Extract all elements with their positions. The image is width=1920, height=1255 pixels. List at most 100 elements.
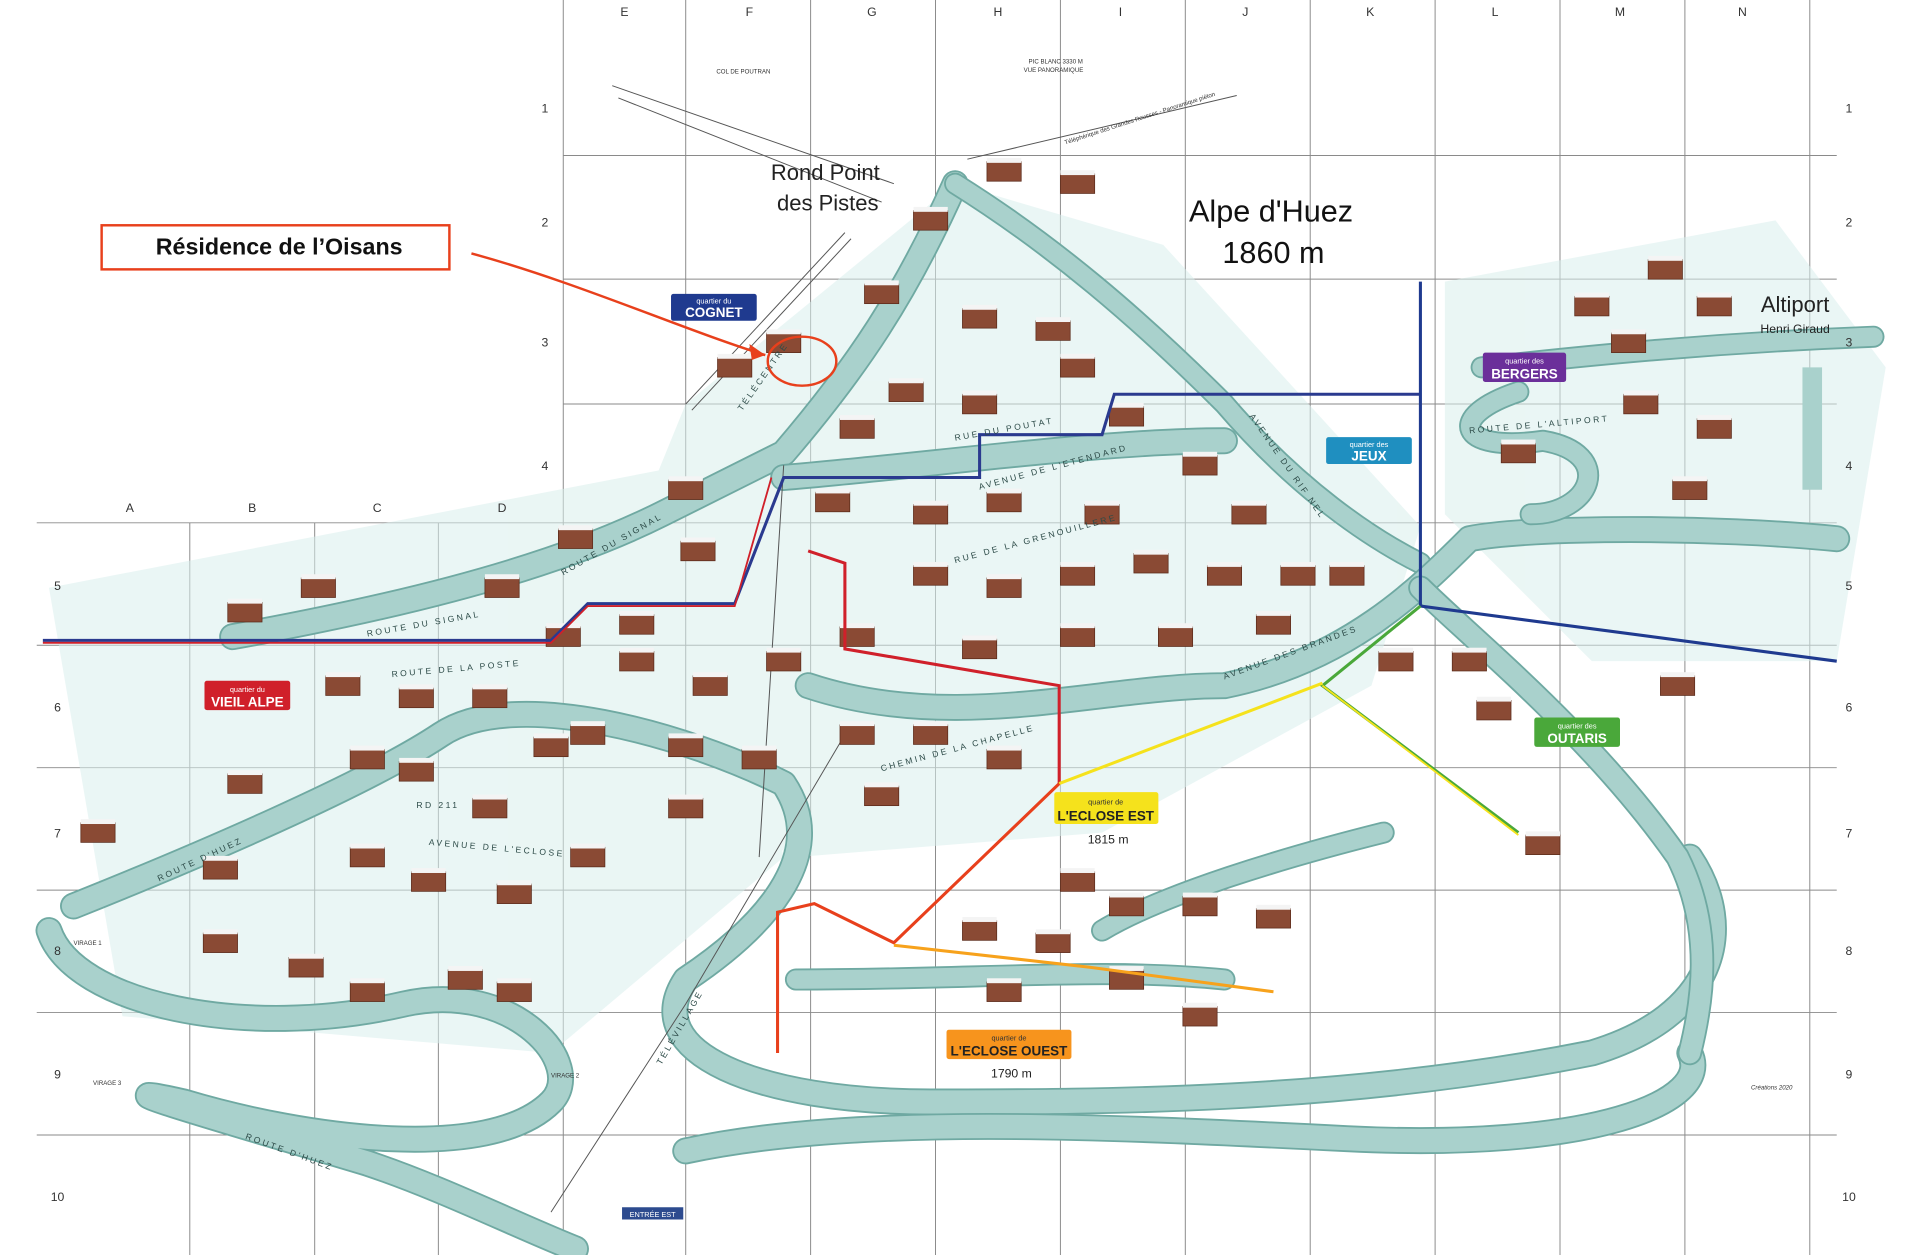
building-roof <box>840 623 875 629</box>
building-roof <box>227 770 263 776</box>
building <box>1158 626 1194 647</box>
building <box>472 797 508 819</box>
building <box>962 308 998 329</box>
building <box>288 957 324 978</box>
building <box>1574 295 1610 317</box>
badge-outaris: quartier des OUTARIS <box>1534 717 1620 747</box>
col-label: F <box>746 5 753 19</box>
district-badges: quartier du COGNET quartier des BERGERS … <box>204 293 1620 1060</box>
col-label: H <box>994 5 1003 19</box>
map-label: VIEIL ALPE <box>211 694 284 709</box>
map-label: VIRAGE 2 <box>551 1072 580 1079</box>
building <box>558 528 594 549</box>
building <box>839 724 875 745</box>
building-roof <box>913 500 948 506</box>
building-roof <box>570 843 605 849</box>
building <box>1660 675 1696 696</box>
buildings <box>80 157 1732 1027</box>
building <box>496 981 532 1002</box>
row-label: 3 <box>1846 336 1853 350</box>
col-label: E <box>620 5 628 19</box>
building <box>741 748 777 770</box>
building <box>717 357 753 378</box>
building <box>1060 173 1096 194</box>
building <box>1611 332 1647 353</box>
building <box>1500 442 1536 464</box>
building <box>80 822 116 843</box>
building <box>668 736 704 758</box>
map-label: L'ECLOSE OUEST <box>951 1043 1069 1058</box>
building-roof <box>986 574 1022 580</box>
building-roof <box>448 966 483 971</box>
row-label: 2 <box>1846 216 1853 230</box>
building-roof <box>80 819 116 825</box>
col-label: B <box>248 501 256 515</box>
building-roof <box>1697 415 1732 420</box>
building <box>1672 479 1708 500</box>
building-roof <box>1280 561 1316 567</box>
building-roof <box>668 733 703 739</box>
building <box>986 748 1022 770</box>
map-label: PIC BLANC 3330 M <box>1029 59 1083 66</box>
map-label: VIRAGE 1 <box>73 940 102 947</box>
building-roof <box>840 721 875 727</box>
building-roof <box>815 488 850 494</box>
grid-labels: E F G H I J K L M N A B C D 1 2 3 4 5 6 … <box>51 5 1856 1204</box>
building-roof <box>399 684 434 690</box>
building-roof <box>1452 647 1487 653</box>
building <box>986 577 1022 598</box>
map-label: COGNET <box>685 305 743 320</box>
residence-callout: Résidence de l’Oisans <box>100 224 838 387</box>
altiport-label: Altiport <box>1761 292 1830 317</box>
map-label: VUE PANORAMIQUE <box>1024 67 1084 74</box>
callout-label: Résidence de l’Oisans <box>156 234 403 260</box>
building <box>1182 895 1218 917</box>
building <box>668 479 704 500</box>
building <box>1060 565 1096 586</box>
building <box>398 687 434 709</box>
building <box>349 846 385 868</box>
building-roof <box>668 794 703 800</box>
building <box>447 969 483 990</box>
map-label: 1815 m <box>1088 833 1129 847</box>
building-roof <box>533 733 569 739</box>
map-label: BERGERS <box>1491 366 1558 381</box>
building-roof <box>913 561 948 567</box>
badge-vieil-alpe: quartier du VIEIL ALPE <box>204 680 291 711</box>
building-roof <box>913 206 948 212</box>
building <box>1060 626 1096 647</box>
map-label: L'ECLOSE EST <box>1057 808 1154 823</box>
col-label: N <box>1738 5 1747 19</box>
building-roof <box>203 929 238 935</box>
building <box>1255 614 1291 635</box>
building-roof <box>1060 353 1095 359</box>
building-roof <box>558 525 593 531</box>
row-label: 8 <box>1846 944 1853 958</box>
map-label: 1790 m <box>991 1066 1032 1080</box>
building-roof <box>1109 892 1144 898</box>
building <box>349 748 385 770</box>
building-roof <box>497 978 532 984</box>
building <box>1255 908 1291 929</box>
building-roof <box>1182 892 1218 898</box>
building <box>1280 565 1316 586</box>
building <box>1060 871 1096 892</box>
map-label: quartier des <box>1505 357 1544 366</box>
building <box>1329 565 1365 586</box>
building <box>227 773 263 794</box>
col-label: A <box>126 501 135 515</box>
building-roof <box>411 868 446 873</box>
building <box>570 846 606 868</box>
building-roof <box>1476 696 1512 702</box>
building <box>1647 259 1683 280</box>
map-label: COL DE POUTRAN <box>716 68 770 75</box>
building-roof <box>546 623 581 629</box>
row-label: 2 <box>541 216 548 230</box>
badge-jeux: quartier des JEUX <box>1326 437 1412 465</box>
building-roof <box>1611 329 1646 335</box>
building-roof <box>1672 476 1707 482</box>
building <box>864 283 900 305</box>
building <box>619 651 655 672</box>
row-label: 1 <box>541 102 548 116</box>
building-roof <box>350 843 385 849</box>
